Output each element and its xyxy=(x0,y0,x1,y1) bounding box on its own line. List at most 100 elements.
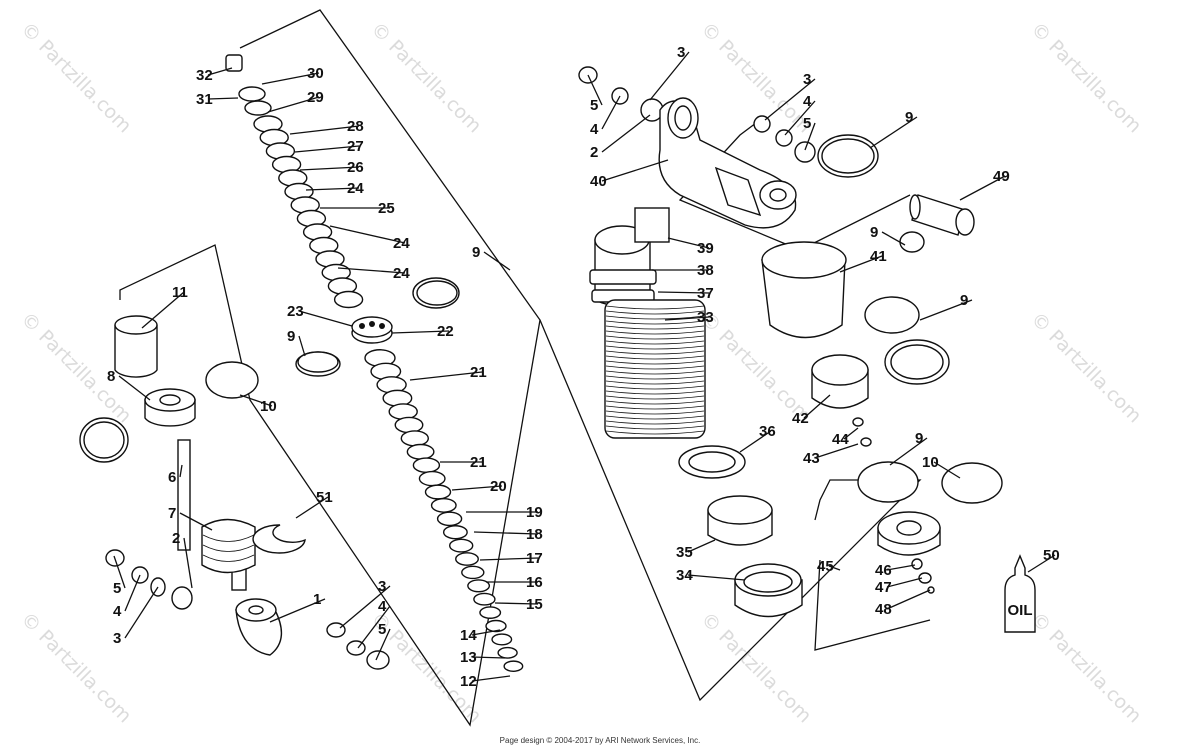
callout-leader xyxy=(375,628,391,661)
callout-number: 24 xyxy=(393,235,410,252)
callout-number: 11 xyxy=(172,284,188,301)
callout-leader xyxy=(391,330,450,334)
spring-coil xyxy=(605,345,705,350)
callout-number: 30 xyxy=(307,65,324,82)
shim-washer xyxy=(406,443,435,460)
callout-number: 24 xyxy=(347,180,364,197)
callout-number: 3 xyxy=(803,71,811,88)
callout-leader xyxy=(179,512,213,531)
callout-number: 43 xyxy=(803,450,820,467)
callout-leader xyxy=(667,237,710,249)
callout-number: 17 xyxy=(526,550,543,567)
callout-leader xyxy=(294,145,360,153)
shim-washer xyxy=(455,552,479,566)
shim-washer xyxy=(467,579,491,593)
callout-leader xyxy=(118,375,151,401)
bumper-and-shaft xyxy=(79,315,306,656)
spring-coil xyxy=(605,375,705,380)
callout-number: 21 xyxy=(470,364,487,381)
callout-number: 32 xyxy=(196,67,213,84)
callout-leader xyxy=(207,67,233,76)
svg-text:OIL: OIL xyxy=(1008,602,1033,619)
callout-number: 19 xyxy=(526,504,543,521)
shim-washer xyxy=(400,430,429,447)
callout-number: 20 xyxy=(490,478,507,495)
callout-leader xyxy=(687,574,746,581)
callout-number: 34 xyxy=(676,567,693,584)
callout-number: 31 xyxy=(196,91,213,108)
callout-number: 13 xyxy=(460,649,477,666)
callout-leader xyxy=(473,531,539,535)
shim-washer xyxy=(503,660,524,672)
callout-leader xyxy=(494,602,539,605)
reservoir-parts xyxy=(761,241,1003,594)
callout-number: 3 xyxy=(113,630,121,647)
spring-coil xyxy=(605,365,705,370)
callout-leader xyxy=(1027,554,1056,573)
callout-number: 8 xyxy=(107,368,115,385)
callout-leader xyxy=(451,485,503,491)
callout-leader xyxy=(269,598,326,623)
callout-leader xyxy=(409,371,483,381)
callout-leader xyxy=(933,461,961,479)
callout-leader xyxy=(687,539,716,553)
spring-coil xyxy=(605,325,705,330)
spring-coil xyxy=(605,425,705,430)
callout-leader xyxy=(664,316,710,321)
shim-washer xyxy=(394,416,424,434)
callout-number: 4 xyxy=(378,598,387,615)
spring-coil xyxy=(605,370,705,375)
callout-number: 7 xyxy=(168,505,176,522)
callout-number: 51 xyxy=(316,489,333,506)
callout-number: 5 xyxy=(590,97,598,114)
watermark: © Partzilla.com xyxy=(1026,608,1145,727)
callout-leader xyxy=(804,122,816,151)
spring-coils xyxy=(605,305,705,435)
spring-coil xyxy=(605,430,705,435)
callout-leader xyxy=(261,72,320,85)
oil-bottle: OIL xyxy=(1004,554,1036,633)
watermark: © Partzilla.com xyxy=(1026,308,1145,427)
callout-number: 50 xyxy=(1043,547,1060,564)
callout-leader xyxy=(179,464,183,478)
watermark: © Partzilla.com xyxy=(696,608,815,727)
spring-coil xyxy=(605,360,705,365)
callout-number: 9 xyxy=(960,292,968,309)
spring-coil xyxy=(605,335,705,340)
callout-number: 39 xyxy=(697,240,714,257)
callout-leader xyxy=(869,116,918,149)
callout-leader xyxy=(739,430,772,453)
callout-number: 15 xyxy=(526,596,543,613)
callout-leader xyxy=(183,537,193,589)
callout-number: 4 xyxy=(590,121,599,138)
callout-number: 21 xyxy=(470,454,487,471)
callout-number: 3 xyxy=(378,578,386,595)
callout-number: 47 xyxy=(875,579,892,596)
callout-leader xyxy=(889,437,928,466)
callout-leader xyxy=(886,577,923,588)
shim-washer xyxy=(430,497,457,513)
shim-washer xyxy=(388,403,418,420)
spring-coil xyxy=(605,340,705,345)
spring-coil xyxy=(605,415,705,420)
spring-coil xyxy=(605,310,705,315)
callout-leader xyxy=(337,267,406,274)
callout-number: 36 xyxy=(759,423,776,440)
callout-leader xyxy=(814,443,859,459)
callout-leader xyxy=(267,96,320,113)
callout-leader xyxy=(587,74,603,106)
shim-washer xyxy=(442,525,468,540)
callout-number: 26 xyxy=(347,159,364,176)
callout-number: 2 xyxy=(590,144,598,161)
callout-number: 9 xyxy=(287,328,295,345)
callout-number: 3 xyxy=(677,44,685,61)
callout-leader xyxy=(357,605,391,649)
callout-number: 25 xyxy=(378,200,395,217)
callout-number: 29 xyxy=(307,89,324,106)
callout-number: 46 xyxy=(875,562,892,579)
shim-washer xyxy=(491,633,513,646)
spring-coil xyxy=(605,405,705,410)
callout-leader xyxy=(471,675,511,682)
